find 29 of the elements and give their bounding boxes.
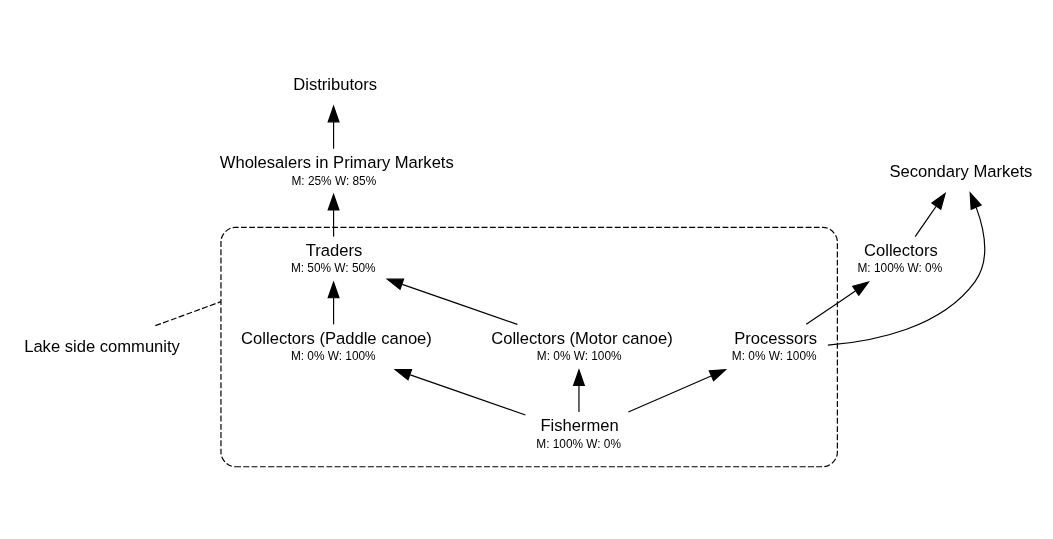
node-text: Collectors (Motor canoe) bbox=[491, 328, 673, 348]
node-text: Fishermen bbox=[540, 415, 619, 435]
node-label: M: 0% W: 100% bbox=[536, 348, 622, 363]
arrow bbox=[572, 367, 586, 413]
node-label: M: 25% W: 85% bbox=[291, 173, 377, 188]
node-label: M: 100% W: 0% bbox=[536, 436, 621, 451]
arrow bbox=[327, 104, 340, 149]
node-label: M: 50% W: 50% bbox=[290, 260, 376, 275]
node-text: Collectors (Paddle canoe) bbox=[241, 328, 432, 348]
node-text: Wholesalers in Primary Markets bbox=[219, 152, 454, 172]
node-text: Traders bbox=[305, 240, 363, 260]
node-text: Processors bbox=[734, 328, 818, 348]
cluster bbox=[220, 226, 838, 467]
node-label: M: 100% W: 0% bbox=[857, 260, 943, 275]
node-text: Secondary Markets bbox=[889, 161, 1033, 181]
node-label: M: 0% W: 100% bbox=[731, 348, 817, 363]
arrow bbox=[385, 278, 518, 325]
arrow bbox=[827, 190, 986, 346]
node-text: Distributors bbox=[293, 74, 378, 94]
connector bbox=[154, 300, 222, 326]
arrow bbox=[327, 192, 340, 237]
arrow bbox=[805, 280, 870, 325]
node-label: M: 0% W: 100% bbox=[290, 348, 376, 363]
arrow bbox=[627, 368, 728, 413]
arrow bbox=[327, 280, 340, 325]
arrow bbox=[914, 191, 947, 237]
arrow bbox=[393, 368, 526, 416]
node-text: Lake side community bbox=[24, 336, 180, 356]
node-text: Collectors bbox=[864, 240, 938, 260]
